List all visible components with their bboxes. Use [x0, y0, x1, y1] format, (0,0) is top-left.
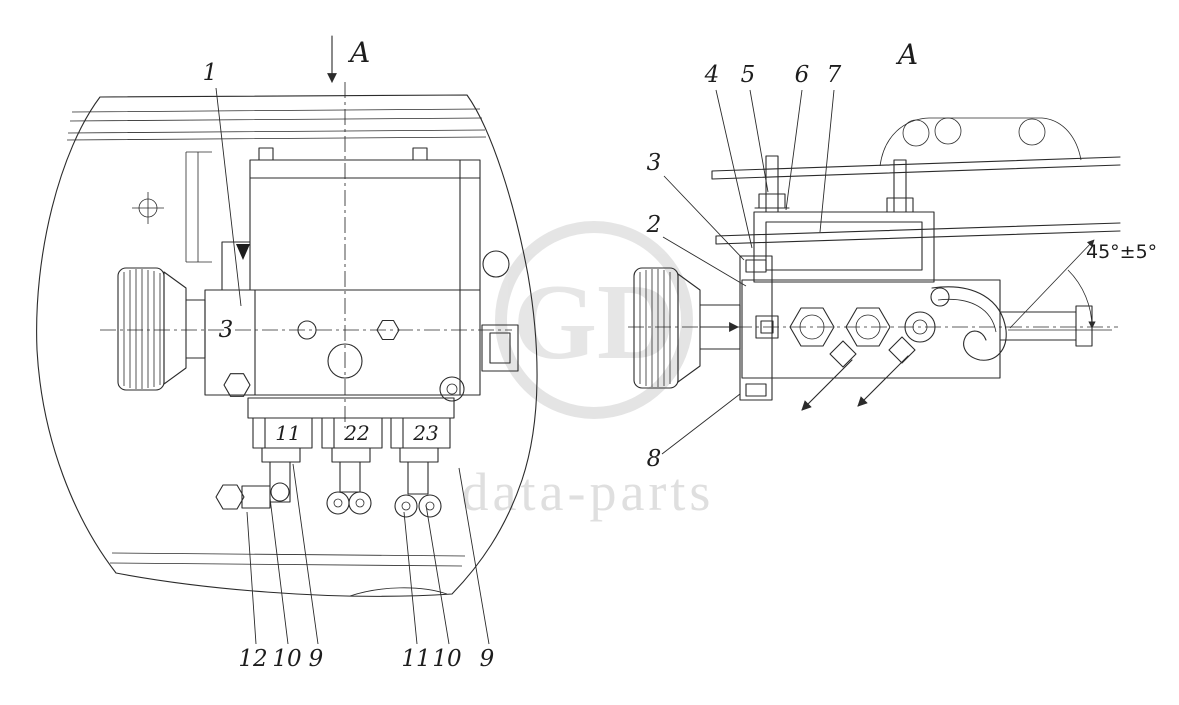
fitting-eye-4-inner [401, 501, 411, 511]
fitting-eye-5 [418, 494, 442, 518]
frame-hole-cross [132, 192, 164, 224]
knob-cone [163, 271, 206, 385]
mounting-studs [754, 155, 918, 213]
lever-handle [930, 286, 1007, 361]
left-view: A 1 3 11 22 23 12 10 9 11 10 9 [36, 35, 538, 672]
hex-bolt-left [223, 373, 251, 397]
valve-body-side [739, 255, 1093, 401]
port-circle-large [327, 343, 363, 379]
callout-3-right: 3 [647, 150, 662, 176]
port-label-23: 23 [412, 421, 438, 445]
callout-6: 6 [795, 62, 810, 88]
handle-outer [931, 286, 1007, 361]
flow-arrow-1 [801, 359, 853, 411]
frame-hump [879, 117, 1082, 167]
callout-9a: 9 [309, 646, 324, 672]
angle-arc [1067, 269, 1096, 329]
frame-rail-lines [66, 108, 487, 597]
leader-lines-right [661, 89, 835, 455]
fitting-eye-1 [270, 482, 290, 502]
callout-10b: 10 [432, 646, 461, 672]
bolt-head-3 [1018, 118, 1046, 146]
knob-knurl-lines-side [639, 269, 671, 387]
handle-inner [937, 298, 997, 333]
frame-bracket-lines [185, 151, 212, 263]
angle-slant-line [1009, 239, 1095, 329]
weld-mark-triangle [236, 244, 250, 260]
callout-1: 1 [203, 60, 218, 86]
fitting-eye-3 [348, 491, 372, 515]
square-port-2 [888, 336, 916, 364]
body-details [223, 250, 510, 402]
knurled-knob [117, 267, 206, 391]
bolt-circle-right-inner [446, 383, 458, 395]
bolt-circle-right [439, 376, 465, 402]
mounting-bracket [753, 211, 935, 283]
callout-5: 5 [741, 62, 756, 88]
callout-9b: 9 [480, 646, 495, 672]
watermark-ring [495, 221, 693, 419]
fitting-eye-2 [326, 491, 350, 515]
callout-7: 7 [827, 62, 842, 88]
view-a-label: A [895, 38, 918, 71]
section-arrow-label: A [347, 36, 370, 69]
centerlines-left [100, 82, 512, 428]
knob-knurl-lines [123, 269, 161, 389]
frame-cutaway-outline [36, 94, 538, 597]
fitting-outlines [241, 447, 439, 509]
fitting-eye-2-inner [333, 498, 343, 508]
angle-label: 45°±5° [1086, 241, 1157, 263]
angle-annotation: 45°±5° [1008, 239, 1157, 331]
valve-body-outline [204, 147, 519, 449]
bolt-head-2 [934, 117, 962, 145]
callout-3-left: 3 [219, 317, 234, 343]
callout-8: 8 [647, 446, 662, 472]
right-view: 45°±5° 4 5 6 7 A 3 2 8 [628, 38, 1157, 472]
flange-circle [482, 250, 510, 278]
port-label-22: 22 [343, 421, 369, 445]
watermark-text: data-parts [462, 462, 715, 522]
frame-hole-crosshair [132, 192, 164, 224]
hex-nut-fitting [215, 484, 245, 510]
fitting-eye-3-inner [355, 498, 365, 508]
bolt-head-1 [902, 119, 930, 147]
knob-outline [117, 267, 165, 391]
callout-2: 2 [646, 212, 662, 238]
watermark: GD data-parts [462, 221, 715, 522]
square-port-1 [829, 340, 857, 368]
fitting-eye-4 [394, 494, 418, 518]
fitting-eye-5-inner [425, 501, 435, 511]
flow-arrow-2 [857, 355, 909, 407]
leader-lines-left [215, 87, 490, 645]
port-label-11: 11 [275, 421, 300, 445]
watermark-monogram: GD [513, 263, 675, 382]
callout-4: 4 [704, 62, 720, 88]
knob-cone-side [677, 273, 741, 383]
body-bosses [789, 307, 936, 368]
callout-12: 12 [238, 646, 267, 672]
callout-11b: 11 [401, 646, 430, 672]
rail-lines-right [711, 156, 1121, 245]
knurled-knob-side [633, 267, 741, 389]
fitting-circles [270, 482, 442, 518]
handle-pivot [930, 287, 950, 307]
callout-10a: 10 [272, 646, 301, 672]
